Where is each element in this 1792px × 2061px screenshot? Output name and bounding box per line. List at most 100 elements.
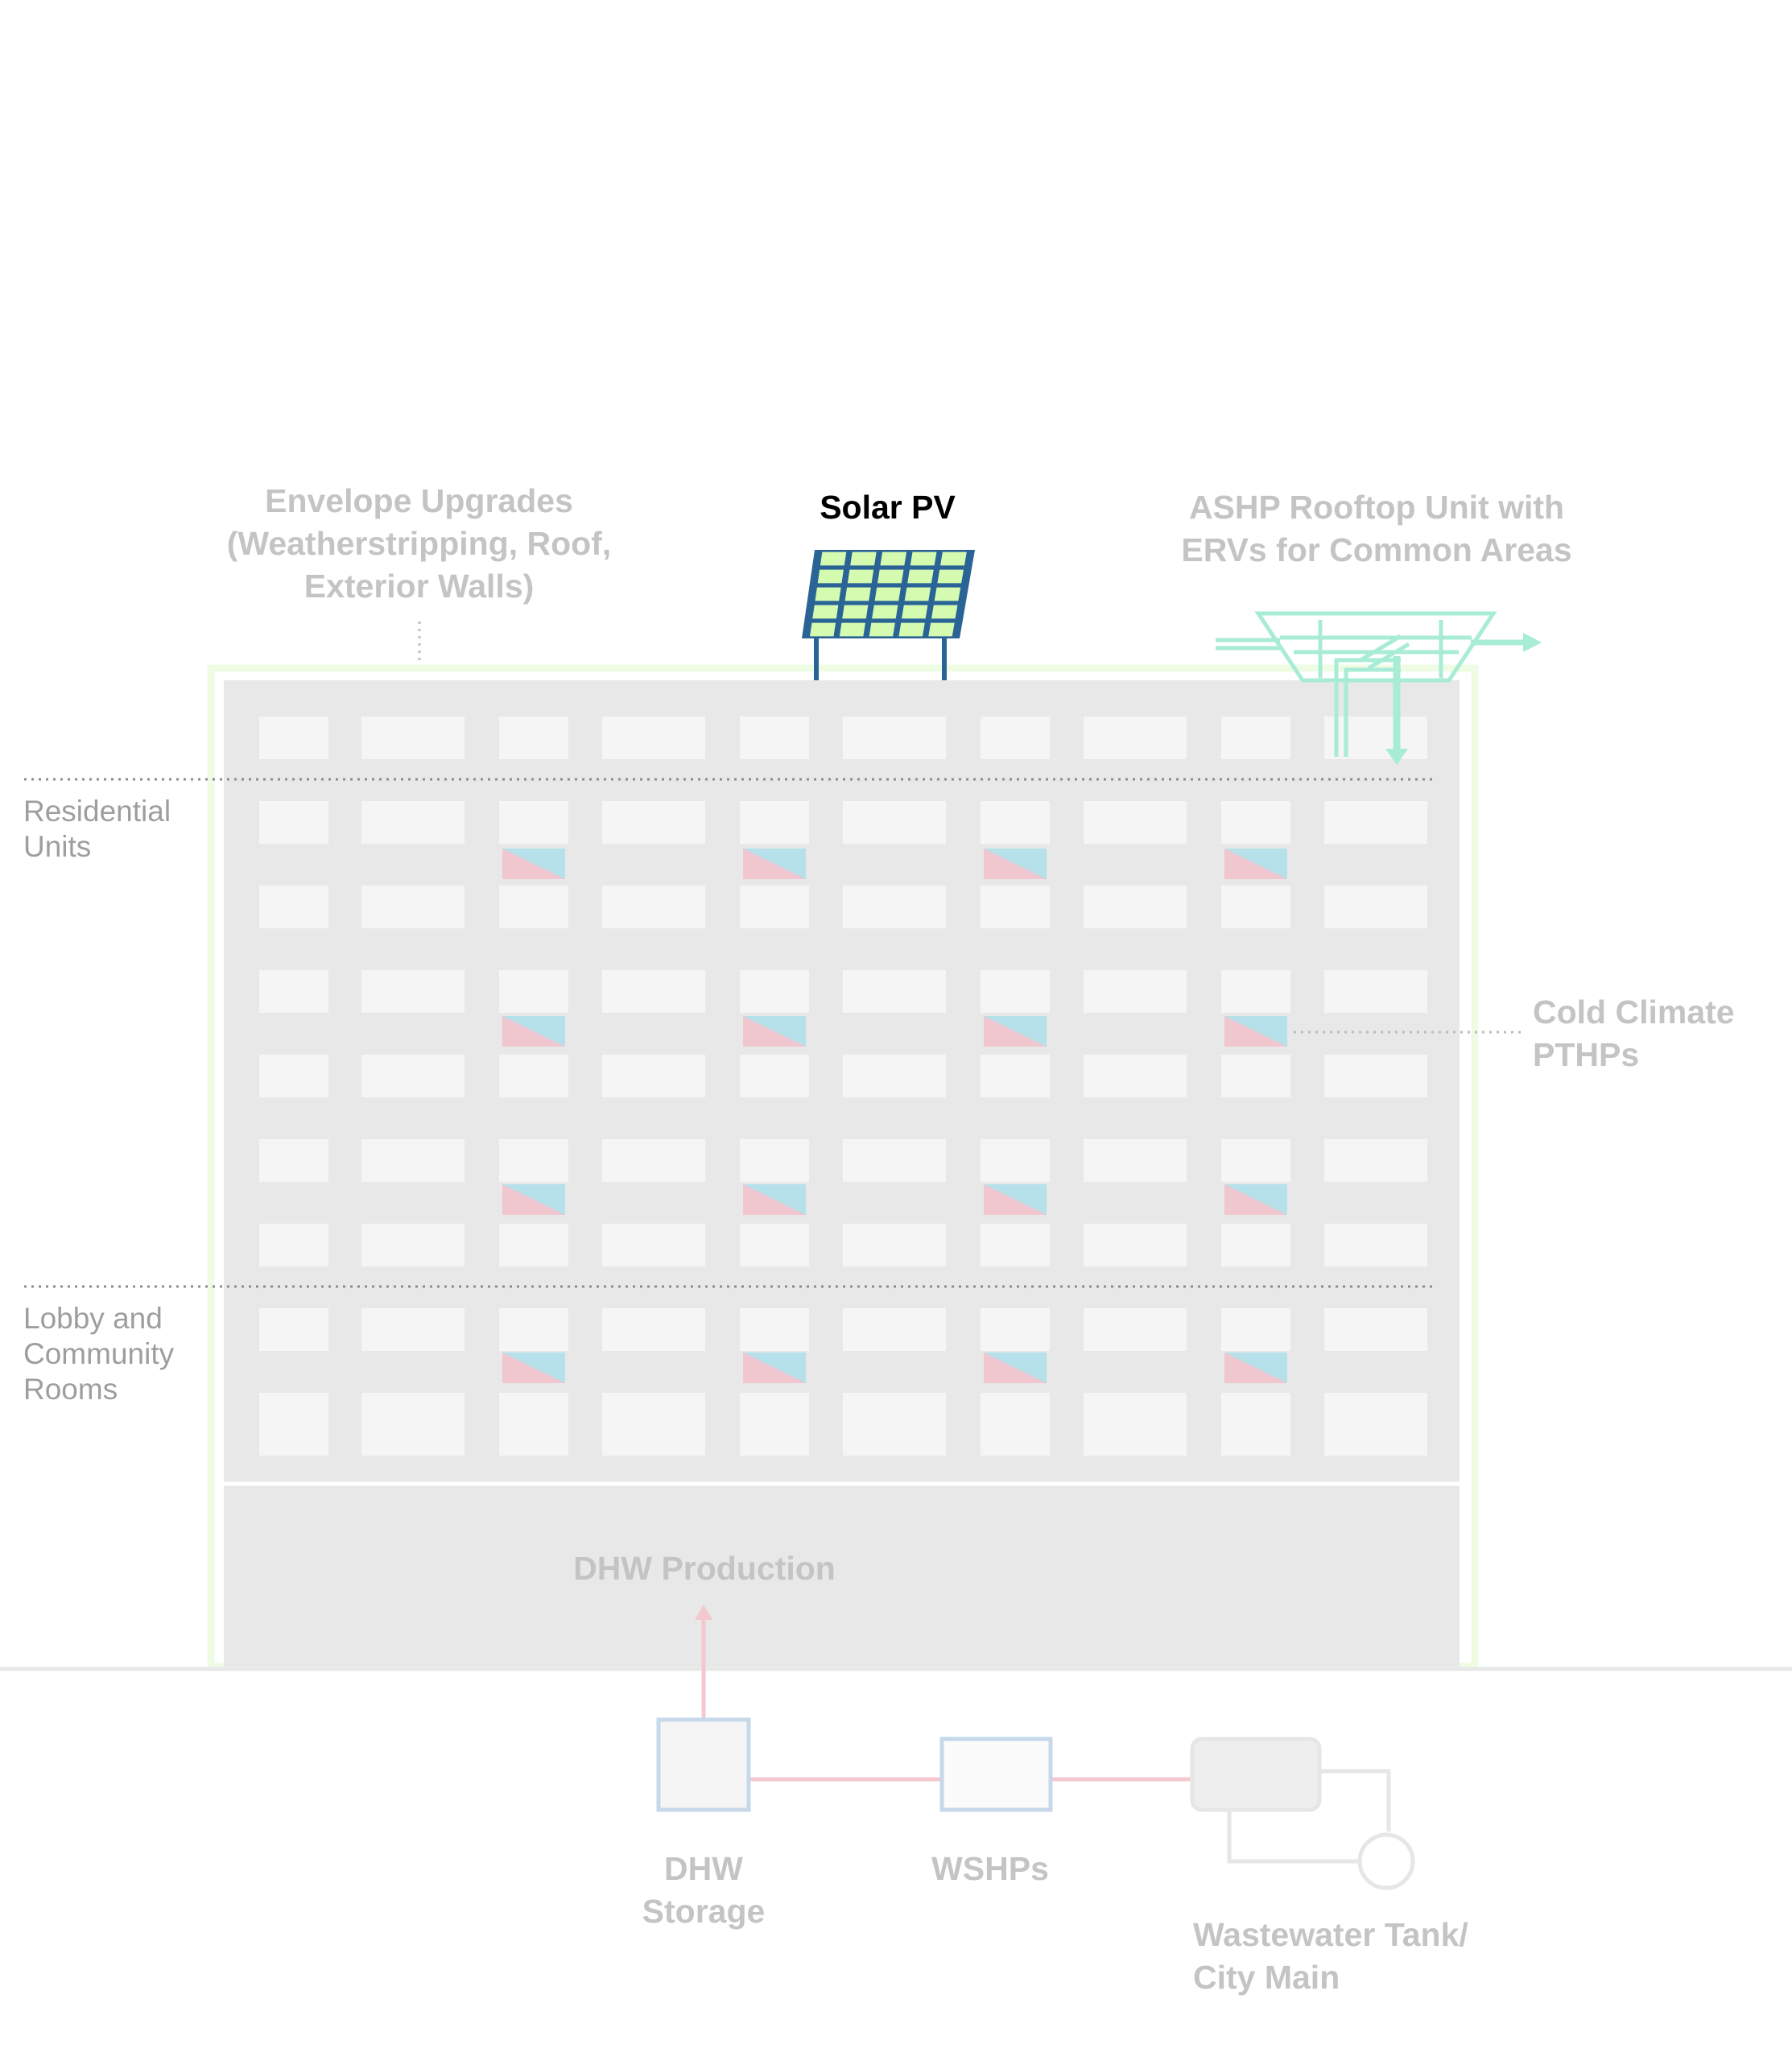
window [361,1393,465,1456]
window [1084,1224,1187,1266]
window [740,1139,809,1182]
wastewater-label: Wastewater Tank/ City Main [1193,1916,1468,1996]
solar-cell [874,587,901,601]
solar-cell [931,605,958,619]
rooftop-unit-icon [1216,611,1542,765]
window [499,801,568,844]
window [981,1139,1050,1182]
window [602,970,705,1013]
window [602,1055,705,1097]
window [1221,1139,1290,1182]
window [843,970,946,1013]
window [361,1224,465,1266]
window [1324,1139,1427,1182]
solar-cell [850,551,877,566]
window [259,801,328,844]
lobby-community-label: Lobby and Community Rooms [23,1302,175,1406]
window [740,801,809,844]
window [843,717,946,759]
window [602,717,705,759]
dhw-riser-arrow [695,1605,712,1719]
window [981,970,1050,1013]
solar-cell [940,551,967,566]
window [740,970,809,1013]
pthp-unit-icon [743,1184,806,1215]
window [361,886,465,928]
building-windows [259,717,1427,1456]
window [499,1055,568,1097]
window [499,1308,568,1351]
window [740,886,809,928]
window [843,1308,946,1351]
window [1324,717,1427,759]
solar-cell [810,622,836,637]
window [1084,886,1187,928]
window [361,717,465,759]
window [1221,886,1290,928]
pthp-unit-icon [984,849,1047,879]
window [1084,801,1187,844]
window [1324,1055,1427,1097]
solar-cell [872,605,898,619]
pthp-unit-icon [1224,1016,1287,1047]
window [602,1308,705,1351]
pthp-unit-icon [743,1353,806,1383]
cold-climate-pthps-label: Cold Climate PTHPs [1533,993,1735,1073]
solar-cell [880,551,907,566]
solar-cell [928,622,955,637]
solar-cell [898,622,925,637]
solar-cell [877,569,904,584]
solar-cell [934,587,961,601]
window [981,717,1050,759]
pthp-unit-icon [502,1016,565,1047]
solar-cell [937,569,964,584]
window [259,1393,328,1456]
solar-cell [907,569,934,584]
pthp-unit-icon [502,1353,565,1383]
pthp-unit-icon [743,1016,806,1047]
pthp-unit-icon [1224,849,1287,879]
window [981,1393,1050,1456]
window [499,1139,568,1182]
window [259,1308,328,1351]
window [981,1224,1050,1266]
tank-icon [656,1717,751,1812]
solar-cell [842,605,869,619]
window [1084,717,1187,759]
ashp-rooftop-label: ASHP Rooftop Unit with ERVs for Common A… [1181,489,1572,568]
window [843,1224,946,1266]
window [259,886,328,928]
window [740,1224,809,1266]
solar-cell [817,569,844,584]
solar-cell [910,551,937,566]
window [1221,1224,1290,1266]
solar-cell [812,605,839,619]
window [1084,1393,1187,1456]
solar-cell [869,622,895,637]
window [259,1055,328,1097]
window [499,717,568,759]
envelope-upgrades-label: Envelope Upgrades (Weatherstripping, Roo… [226,482,612,605]
window [602,1139,705,1182]
pthp-unit-icon [743,849,806,879]
pthp-unit-icon [984,1184,1047,1215]
window [259,717,328,759]
pthp-units [502,849,1287,1383]
pthp-unit-icon [1224,1353,1287,1383]
window [981,886,1050,928]
solar-panel-icon [802,550,975,680]
window [499,1393,568,1456]
window [499,970,568,1013]
window [259,1139,328,1182]
window [499,1224,568,1266]
pthp-unit-icon [502,849,565,879]
window [843,886,946,928]
solar-cell [904,587,931,601]
residential-units-label: Residential Units [23,795,171,863]
window [602,1224,705,1266]
window [843,1393,946,1456]
window [1221,1393,1290,1456]
window [1084,1055,1187,1097]
window [1221,970,1290,1013]
window [843,1055,946,1097]
